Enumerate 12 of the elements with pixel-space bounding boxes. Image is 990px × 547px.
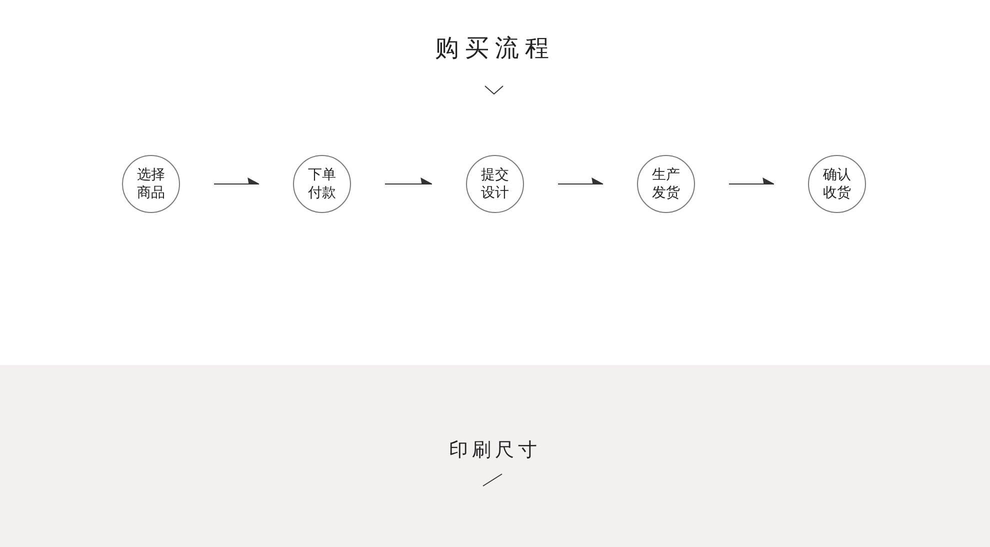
step-label: 确认收货	[822, 166, 852, 202]
step-label: 提交设计	[480, 166, 510, 202]
step-label: 下单付款	[307, 166, 337, 202]
title: 购买流程	[434, 33, 556, 64]
step-label: 生产发货	[651, 166, 681, 202]
arrow	[728, 178, 774, 184]
arrow	[384, 178, 432, 184]
arrow	[214, 178, 260, 184]
section-heading: 印刷尺寸	[448, 438, 542, 463]
section-band	[0, 365, 990, 547]
step-label: 选择商品	[136, 166, 166, 202]
arrow	[558, 178, 604, 184]
